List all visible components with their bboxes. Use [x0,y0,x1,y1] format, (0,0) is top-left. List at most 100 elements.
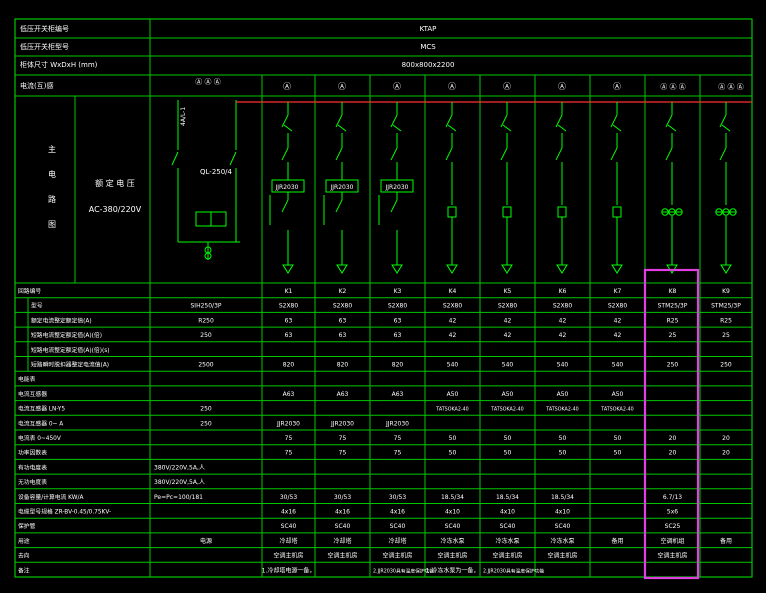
scheme-vert-4: 图 [48,220,56,229]
table-cell: 42 [614,317,622,324]
feeder-line [610,114,618,128]
table-cell: R25 [667,317,679,324]
row-label: 短路瞬时脱扣器整定电流值(A) [31,360,109,368]
row-label: 电流表 0~450V [18,434,61,442]
ct-top-k1: Ⓐ [283,82,291,91]
table-cell: 75 [285,435,293,442]
feeder-line [281,114,289,128]
ct-top-k9: Ⓐ Ⓐ Ⓐ [718,83,743,91]
table-cell: TATSOKA2-40 [435,407,468,413]
output-arrow [501,264,513,274]
row-label: 型号 [31,302,43,310]
feeder-line [555,114,563,128]
table-cell: 50 [504,435,512,442]
output-arrow [336,264,348,274]
feeder-k2 [323,102,359,274]
table-cell: TATSOKA2-40 [490,407,523,413]
feeder-line [392,124,402,132]
table-cell: 20 [669,435,677,442]
feeder-k6 [555,102,568,274]
table-cell: 冷冻水泵 [495,537,519,545]
table-cell: 42 [559,317,567,324]
table-cell: 18.5/34 [441,494,464,501]
table-cell: S2X80 [498,303,518,310]
scheme-vert-1: 主 [48,144,56,154]
main-cell: Pe=Pc=100/181 [154,494,203,501]
table-cell: S2X80 [553,303,573,310]
table-cell: 250 [720,361,732,368]
table-cell: 63 [394,332,402,339]
table-cell: 2.JJR2030具有温度保护功能 [483,567,545,574]
table-cell: K4 [449,288,457,295]
cabinet-size: 800x800x2200 [402,61,455,69]
table-cell: SC25 [665,523,681,530]
table-cell: SC40 [555,523,571,530]
ct-top-k7: Ⓐ [613,82,621,91]
table-cell: 42 [504,332,512,339]
feeder-line [500,114,508,128]
table-cell: 42 [504,317,512,324]
table-cell: K6 [559,288,567,295]
table-cell: 18.5/34 [551,494,574,501]
row-label: 功率因数表 [18,449,47,457]
table-cell: 63 [394,317,402,324]
feeder-line [612,124,622,132]
main-cell: 电源 [200,537,212,545]
main-cell: 380V/220V,5A,人 [154,464,205,471]
feeder-line [502,124,512,132]
feeder-line [665,147,673,161]
table-cell: JJR2030 [385,420,409,427]
header-row1-label: 低压开关柜编号 [20,24,69,33]
table-cell: 250 [667,361,679,368]
table-cell: 18.5/34 [496,494,519,501]
feeder-line [335,199,343,213]
table-cell: 空调主机房 [492,552,522,560]
table-cell: STM25/3P [711,303,741,310]
table-cell: S2X80 [333,303,353,310]
table-cell: S2X80 [388,303,408,310]
feeder-k8 [661,102,683,274]
table-cell: 820 [392,361,404,368]
row-label: 电缆型号规格 ZR-BV-0.45/0.75KV- [18,507,111,515]
table-cell: 25 [669,332,677,339]
table-cell: 5x6 [667,508,678,515]
table-cell: S2X80 [279,303,299,310]
scheme-vert-3: 路 [48,194,56,204]
table-cell: 75 [394,450,402,457]
table-cell: JJR2030 [276,420,300,427]
table-cell: 4x10 [555,508,570,515]
table-cell: 75 [285,450,293,457]
main-cell: 380V/220V,5A,人 [154,479,205,486]
row-label: 电流互感器 LN-Y5 [18,405,65,413]
ct-top-k8: Ⓐ Ⓐ Ⓐ [660,83,685,91]
table-cell: 20 [669,450,677,457]
table-cell: A63 [337,391,349,398]
feeder-line [335,147,343,161]
row-label: 额定电流整定额定值(A) [31,316,92,324]
table-cell: TATSOKA2-40 [545,407,578,413]
table-cell: JJR2030 [330,420,354,427]
table-cell: 42 [559,332,567,339]
feeder-k3 [378,102,414,274]
main-cell: 250 [200,332,212,339]
table-cell: 冷冻水泵 [440,537,464,545]
rated-voltage-label: 额 定 电 压 [95,178,135,188]
table-cell: R25 [720,317,732,324]
table-cell: K1 [285,288,293,295]
table-cell: 1.冷冻水泵为一备， [426,566,480,574]
table-cell: 75 [339,435,347,442]
feeder-k9 [715,102,737,274]
table-cell: 空调主机房 [437,552,467,560]
ct-top-k4: Ⓐ [448,82,456,91]
output-arrow [556,264,568,274]
main-switch-side-label: 4A/L-1 [180,107,187,126]
table-cell: 30/53 [280,494,297,501]
table-cell: 540 [557,361,569,368]
table-cell: 50 [559,450,567,457]
table-cell: 820 [337,361,349,368]
feeder-k4 [445,102,458,274]
main-line [171,151,179,166]
breaker-tag-k2: JJR2030 [330,184,354,191]
table-cell: A50 [612,391,624,398]
